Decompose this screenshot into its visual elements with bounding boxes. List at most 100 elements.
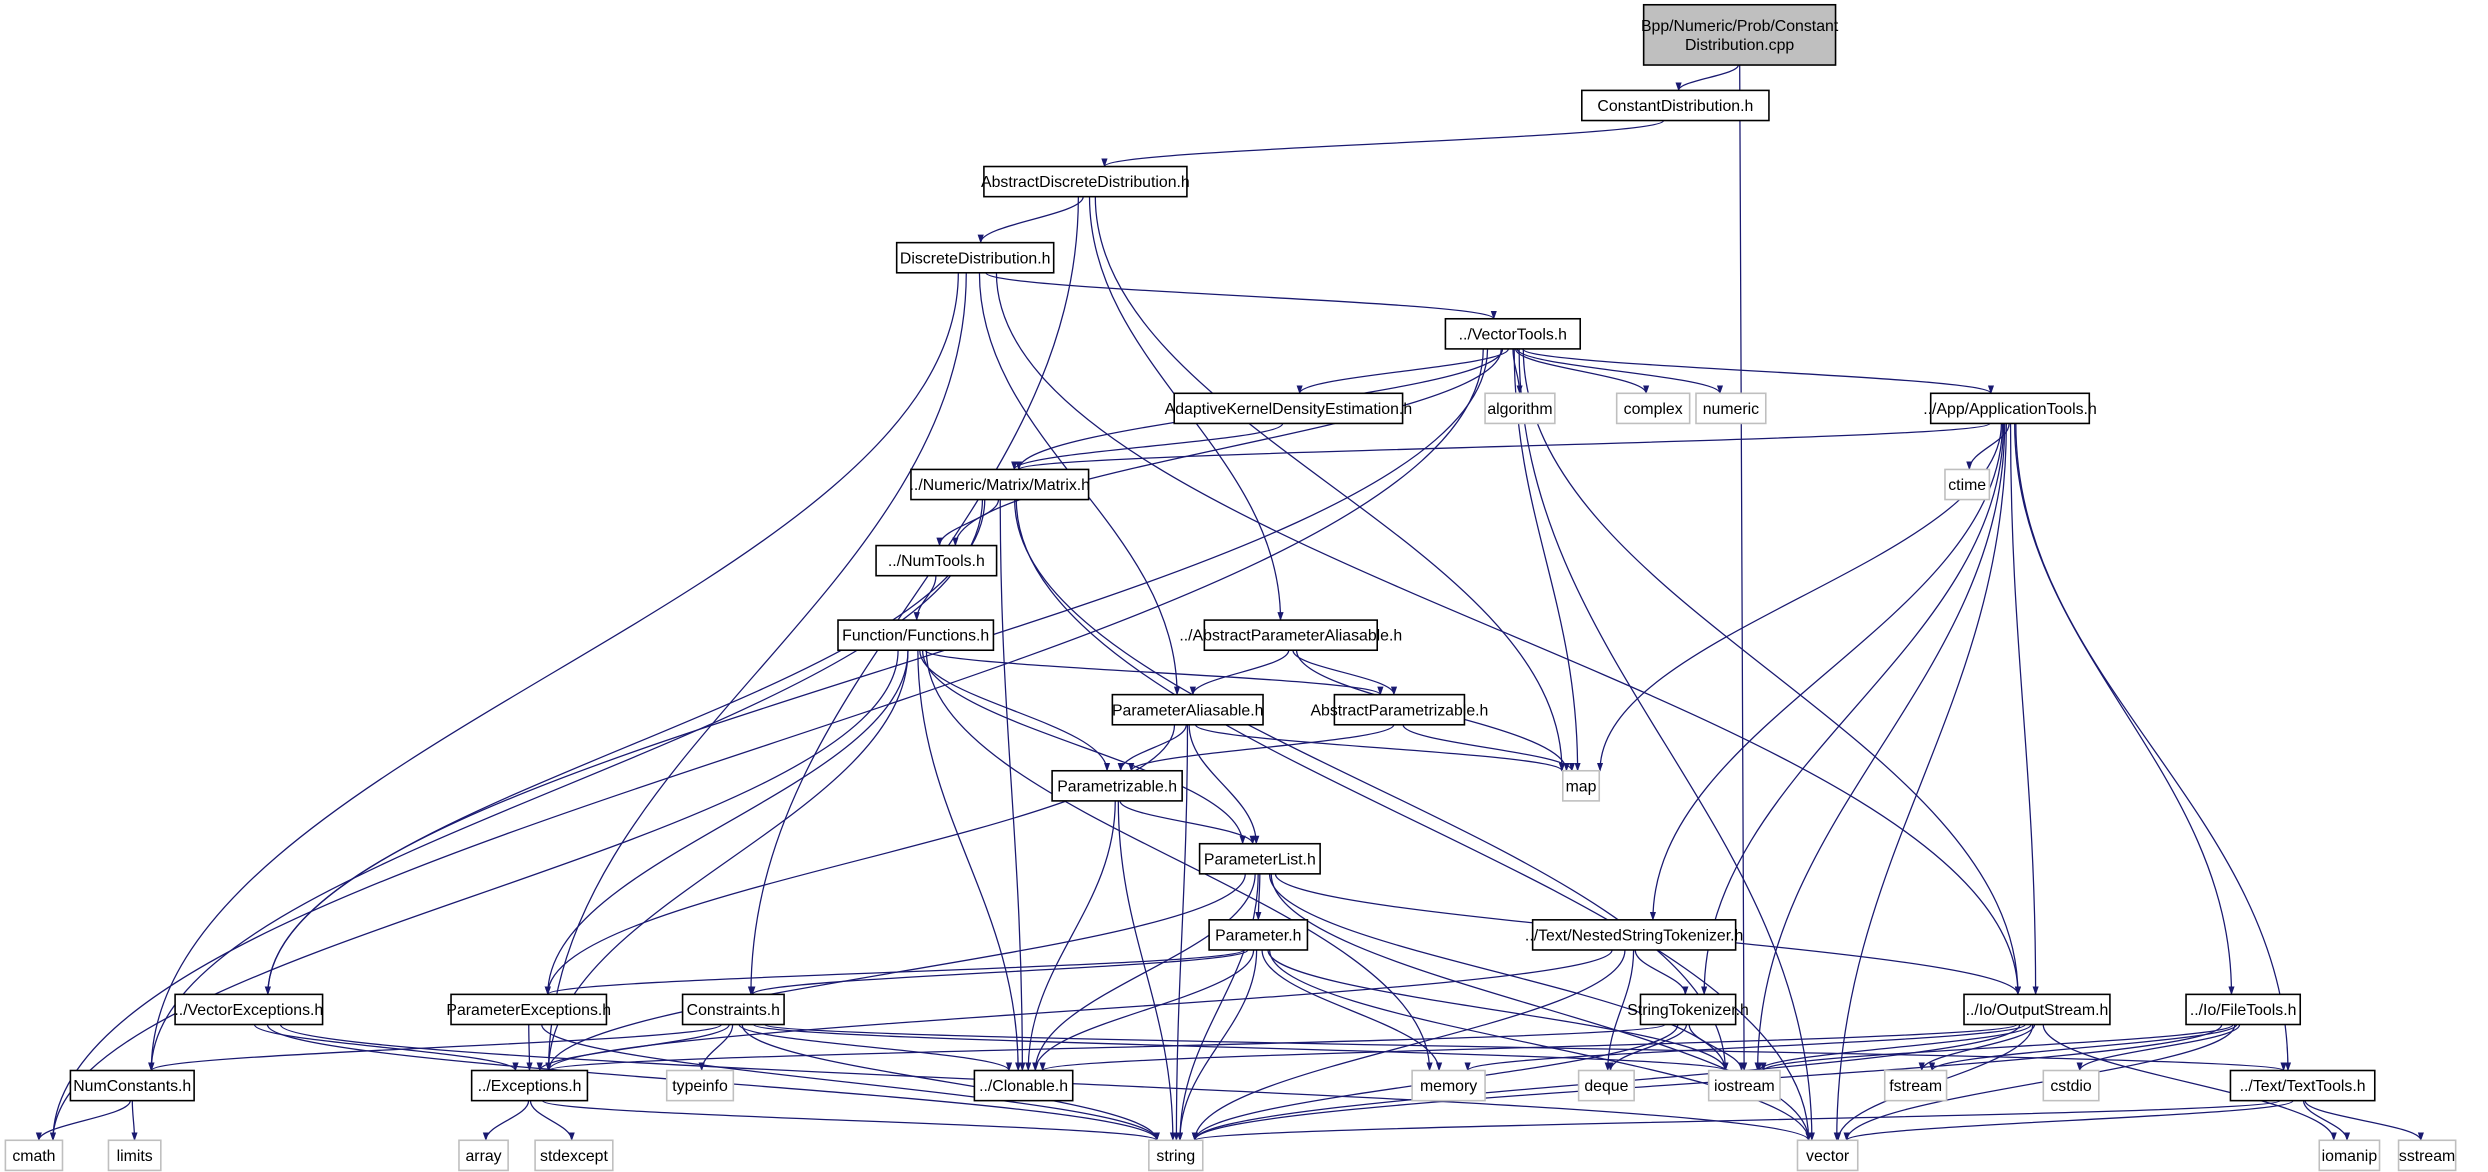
node-functions[interactable]: Function/Functions.h bbox=[837, 619, 995, 652]
node-box bbox=[470, 1069, 589, 1102]
node-iomanip[interactable]: iomanip bbox=[2318, 1139, 2381, 1172]
node-array[interactable]: array bbox=[458, 1139, 509, 1172]
node-absdd[interactable]: AbstractDiscreteDistribution.h bbox=[981, 165, 1190, 198]
node-cmath[interactable]: cmath bbox=[4, 1139, 64, 1172]
node-memory[interactable]: memory bbox=[1411, 1069, 1486, 1102]
edge-vectortools-to-complex bbox=[1514, 348, 1650, 395]
node-box bbox=[1695, 392, 1767, 425]
edge-apptools-to-vector bbox=[1833, 423, 2007, 1142]
edge-matrix-to-iostream bbox=[1014, 499, 1729, 1072]
node-label: complex bbox=[1624, 401, 1683, 418]
node-typeinfo[interactable]: typeinfo bbox=[665, 1069, 735, 1102]
node-numconst[interactable]: NumConstants.h bbox=[69, 1069, 195, 1102]
node-numeric[interactable]: numeric bbox=[1695, 392, 1767, 425]
edge-dd-to-outstream bbox=[995, 272, 2022, 996]
node-exceptions[interactable]: ../Exceptions.h bbox=[470, 1069, 589, 1102]
edge-vectortools-to-numtools bbox=[952, 348, 1502, 547]
node-sstream[interactable]: sstream bbox=[2397, 1139, 2457, 1172]
node-vector[interactable]: vector bbox=[1796, 1139, 1859, 1172]
node-clonable[interactable]: ../Clonable.h bbox=[973, 1069, 1074, 1102]
node-label: iostream bbox=[1714, 1078, 1775, 1095]
node-label: ../AbstractParameterAliasable.h bbox=[1179, 628, 1402, 645]
node-box bbox=[1963, 993, 2111, 1026]
node-akde[interactable]: AdaptiveKernelDensityEstimation.h bbox=[1165, 392, 1412, 425]
node-box bbox=[2397, 1139, 2457, 1172]
edge-matrix-to-vector bbox=[1015, 499, 1812, 1142]
node-box bbox=[665, 1069, 735, 1102]
edge-constdist-to-absdd bbox=[1101, 119, 1665, 168]
node-pa[interactable]: ParameterAliasable.h bbox=[1111, 693, 1264, 726]
edge-outstream-to-iostream bbox=[1755, 1023, 2032, 1072]
edge-dd-to-numconst bbox=[148, 272, 959, 1072]
node-label: Parametrizable.h bbox=[1057, 778, 1177, 795]
node-algorithm[interactable]: algorithm bbox=[1484, 392, 1556, 425]
edge-absdd-to-dd bbox=[977, 196, 1084, 244]
node-abspa[interactable]: ../AbstractParameterAliasable.h bbox=[1179, 619, 1402, 652]
node-outstream[interactable]: ../Io/OutputStream.h bbox=[1963, 993, 2111, 1026]
node-iostream[interactable]: iostream bbox=[1707, 1069, 1781, 1102]
node-filetools[interactable]: ../Io/FileTools.h bbox=[2185, 993, 2302, 1026]
edge-apptools-to-map bbox=[1596, 423, 2003, 772]
node-box bbox=[69, 1069, 195, 1102]
node-box bbox=[1883, 1069, 1948, 1102]
node-vectortools[interactable]: ../VectorTools.h bbox=[1444, 317, 1582, 350]
node-absp[interactable]: AbstractParametrizable.h bbox=[1310, 693, 1488, 726]
edge-vectortools-to-cmath bbox=[49, 348, 1484, 1142]
node-matrix[interactable]: ../Numeric/Matrix/Matrix.h bbox=[910, 468, 1090, 501]
node-paramexc[interactable]: ParameterExceptions.h bbox=[446, 993, 611, 1026]
node-constraints[interactable]: Constraints.h bbox=[681, 993, 785, 1026]
node-apptools[interactable]: ../App/ApplicationTools.h bbox=[1923, 392, 2097, 425]
edge-pa-to-map bbox=[1194, 724, 1565, 772]
node-vecexc[interactable]: ../VectorExceptions.h bbox=[174, 993, 324, 1026]
node-box bbox=[1173, 392, 1404, 425]
node-nst[interactable]: ../Text/NestedStringTokenizer.h bbox=[1525, 919, 1743, 951]
node-string[interactable]: string bbox=[1148, 1139, 1204, 1172]
edge-texttools-to-iomanip bbox=[2302, 1100, 2351, 1142]
node-box bbox=[875, 544, 998, 577]
node-label: Function/Functions.h bbox=[842, 628, 989, 645]
node-deque[interactable]: deque bbox=[1577, 1069, 1635, 1102]
edge-constraints-to-exceptions bbox=[536, 1024, 730, 1072]
node-box bbox=[1203, 619, 1379, 652]
node-box bbox=[2042, 1069, 2100, 1102]
edge-exceptions-to-array bbox=[482, 1100, 530, 1142]
edge-dd-to-exceptions bbox=[545, 272, 967, 1072]
node-label: ParameterList.h bbox=[1204, 851, 1316, 868]
node-box bbox=[1561, 769, 1601, 802]
node-label: ../App/ApplicationTools.h bbox=[1923, 401, 2097, 418]
node-texttools[interactable]: ../Text/TextTools.h bbox=[2229, 1069, 2376, 1102]
node-box bbox=[1111, 693, 1264, 726]
node-constdist[interactable]: ConstantDistribution.h bbox=[1581, 89, 1770, 122]
edge-parameter-to-vector bbox=[1269, 949, 1812, 1142]
node-st[interactable]: StringTokenizer.h bbox=[1627, 993, 1749, 1026]
edge-apptools-to-outstream bbox=[2009, 423, 2039, 996]
edge-parameter-to-constraints bbox=[749, 949, 1249, 996]
edge-vecexc-to-exceptions bbox=[253, 1023, 519, 1072]
edge-functions-to-paramlist bbox=[921, 650, 1246, 845]
edge-filetools-to-vector bbox=[1843, 1024, 2236, 1142]
node-parameter[interactable]: Parameter.h bbox=[1208, 919, 1309, 951]
node-complex[interactable]: complex bbox=[1615, 392, 1691, 425]
node-fstream[interactable]: fstream bbox=[1883, 1069, 1948, 1102]
node-cstdio[interactable]: cstdio bbox=[2042, 1069, 2100, 1102]
edge-pa-to-paramexc bbox=[544, 724, 1176, 996]
node-label: NumConstants.h bbox=[73, 1078, 191, 1095]
edge-filetools-to-iostream bbox=[1760, 1023, 2234, 1072]
node-limits[interactable]: limits bbox=[107, 1139, 162, 1172]
node-label: StringTokenizer.h bbox=[1627, 1002, 1749, 1019]
node-dd[interactable]: DiscreteDistribution.h bbox=[895, 241, 1055, 274]
node-map[interactable]: map bbox=[1561, 769, 1601, 802]
node-paramlist[interactable]: ParameterList.h bbox=[1198, 842, 1321, 875]
node-ctime[interactable]: ctime bbox=[1944, 468, 1991, 501]
node-label: ../NumTools.h bbox=[888, 553, 985, 570]
node-parametrizable[interactable]: Parametrizable.h bbox=[1051, 769, 1183, 802]
edge-constraints-to-clonable bbox=[738, 1023, 1013, 1072]
node-label: cmath bbox=[12, 1148, 55, 1165]
edge-paramlist-to-parameter bbox=[1255, 873, 1262, 921]
node-label: fstream bbox=[1889, 1078, 1942, 1095]
node-box bbox=[1581, 89, 1770, 122]
node-stdexcept[interactable]: stdexcept bbox=[534, 1139, 614, 1172]
node-numtools[interactable]: ../NumTools.h bbox=[875, 544, 998, 577]
